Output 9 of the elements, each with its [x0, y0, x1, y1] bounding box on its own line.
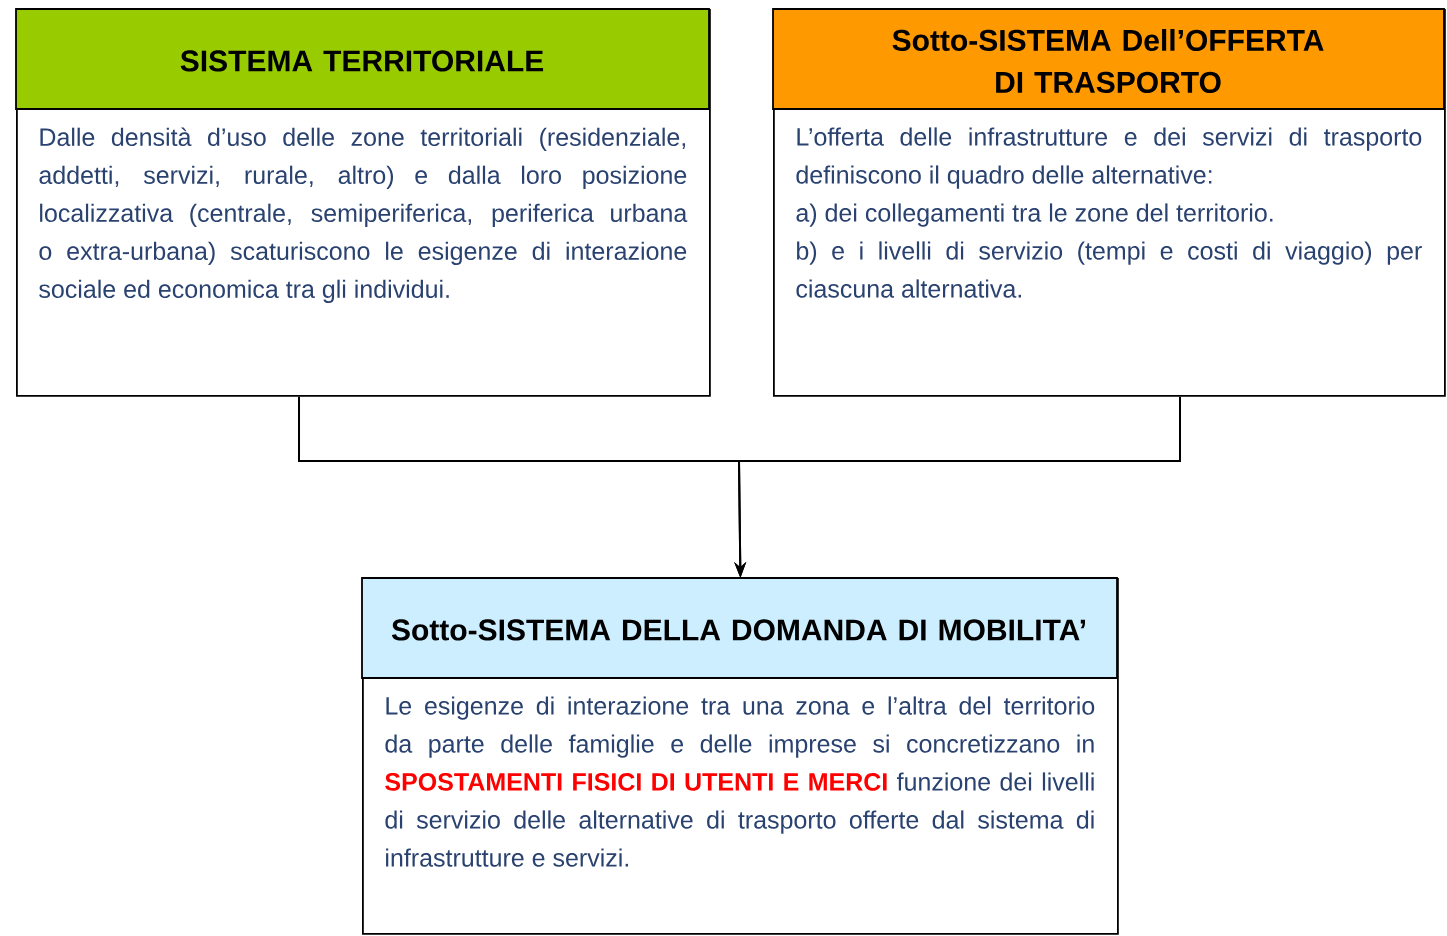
- system-box: [772, 8, 1446, 397]
- body-text: L’offerta delle infrastrutture e dei servizi di trasporto definiscono il quadro delle alternative: a) dei collegamenti tra le zone del territorio. b) e i livelli di servizio (tempi e costi di viaggio) per ciascuna alternativa.: [796, 127, 1422, 298]
- body-text: Dalle densità d’uso delle zone territoriali (residenziale, addetti, servizi, rurale, altro) e dalla loro posizione localizzativa (centrale, semiperiferica, periferica urbana o extra-urbana) scaturiscono le esigenze di interazione sociale ed economica tra gli individui.: [39, 127, 688, 303]
- body-text: Le esigenze di interazione tra una zona e l’altra del territorio da parte delle famiglie e delle imprese si concretizzano in SPOSTAMENTI FISICI DI UTENTI E MERCI funzione dei livelli di servizio delle alternative di trasporto offerte dal sistema di infrastrutture e servizi.: [385, 696, 1095, 867]
- box-header: Sotto-SISTEMA DELLA DOMANDA DI MOBILITA’: [361, 577, 1118, 679]
- system-box: [361, 577, 1119, 935]
- box-header: Sotto-SISTEMA Dell’OFFERTA DI TRASPORTO: [772, 8, 1445, 110]
- box-header: SISTEMA TERRITORIALE: [15, 8, 710, 110]
- system-box: [15, 8, 711, 397]
